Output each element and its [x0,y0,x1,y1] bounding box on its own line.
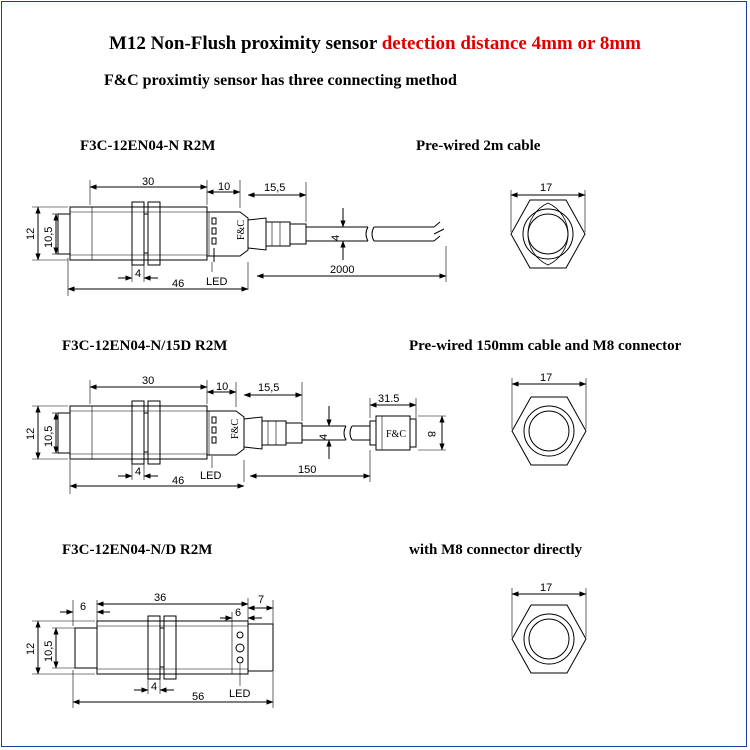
caption-3: with M8 connector directly [409,542,583,558]
dim-1-nut-gap: 10 [218,181,230,193]
dim-3-end-length: 7 [258,594,264,606]
sensor-2-drawing [57,400,417,465]
dim-1-cable-segment: 15,5 [264,182,285,194]
dim-2-cable-segment: 15,5 [258,382,279,394]
dim-1-outer-diameter: 12 [25,228,37,240]
dim-3-front-length: 6 [80,601,86,613]
dim-2-cable-diameter: 4 [318,434,330,440]
page-subtitle: F&C proximtiy sensor has three connectin… [104,72,457,89]
dim-2-total-length: 46 [172,475,184,487]
dim-1-cable-diameter: 4 [330,235,342,241]
dim-2-connector-length: 31.5 [378,393,399,405]
led-label-3: LED [229,688,250,700]
hex-2-size: 17 [540,372,552,384]
sensor-3-drawing [74,615,274,680]
connector-logo-fc: F&C [386,429,406,440]
dim-3-inner-diameter: 10,5 [43,641,55,662]
logo-fc-2: F&C [230,419,241,439]
dim-3-body-length: 36 [154,592,166,604]
hex-3-size: 17 [540,582,552,594]
dim-1-cable-length: 2000 [330,264,354,276]
title-highlight: detection distance 4mm or 8mm [381,33,641,54]
dim-3-rear-gap: 6 [235,607,241,619]
dim-2-nut-width: 4 [135,466,141,478]
dim-3-total-length: 56 [192,691,204,703]
dim-1-inner-diameter: 10,5 [43,227,55,248]
sensor-2-dimensions [32,380,446,494]
dim-2-body-length: 30 [142,375,154,387]
caption-2: Pre-wired 150mm cable and M8 connector [409,338,682,354]
model-label-2: F3C-12EN04-N/15D R2M [62,338,228,354]
sensor-1-dimensions [32,180,447,296]
logo-fc-1: F&C [236,220,247,240]
dim-2-connector-diameter: 8 [425,431,437,437]
sensor-3-dimensions [32,598,274,708]
dim-3-outer-diameter: 12 [25,643,37,655]
dim-2-inner-diameter: 10,5 [43,426,55,447]
hex-1-size: 17 [540,182,552,194]
led-label-2: LED [200,470,221,482]
dim-2-cable-length: 150 [298,464,316,476]
hex-nut-1 [510,190,586,269]
dim-1-total-length: 46 [172,278,184,290]
hex-nut-2 [511,378,587,466]
dim-3-nut-width: 4 [151,681,157,693]
model-label-1: F3C-12EN04-N R2M [80,138,216,154]
led-label-1: LED [206,276,227,288]
title-main: M12 Non-Flush proximity sensor [109,33,377,54]
model-label-3: F3C-12EN04-N/D R2M [62,542,213,558]
hex-nut-3 [511,588,587,674]
caption-1: Pre-wired 2m cable [416,138,541,154]
page-title: M12 Non-Flush proximity sensor detection… [0,33,750,55]
dim-1-nut-width: 4 [135,268,141,280]
sensor-1-drawing [57,201,445,266]
dim-2-outer-diameter: 12 [25,428,37,440]
dim-1-body-length: 30 [142,176,154,188]
dim-2-nut-gap: 10 [216,381,228,393]
